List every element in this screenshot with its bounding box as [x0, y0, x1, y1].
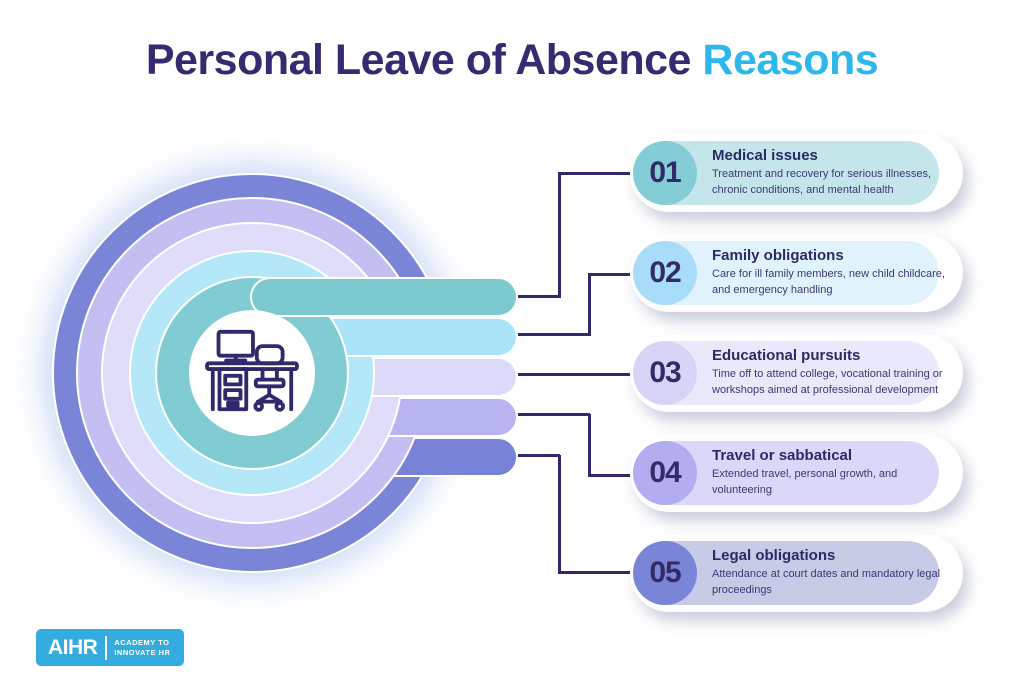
page-title-accent: Reasons — [702, 36, 879, 84]
page-title-main: Personal Leave of Absence — [145, 36, 703, 84]
reason-card: 01 Medical issues Treatment and recovery… — [630, 134, 963, 212]
card-description: Time off to attend college, vocational t… — [712, 368, 943, 396]
reason-card: 05 Legal obligations Attendance at court… — [630, 534, 963, 612]
card-number-badge: 02 — [633, 241, 697, 305]
card-description: Extended travel, personal growth, and vo… — [712, 468, 898, 496]
reason-card: 02 Family obligations Care for ill famil… — [630, 234, 963, 312]
logo-brand-text: AIHR — [48, 635, 98, 659]
card-description: Care for ill family members, new child c… — [712, 268, 945, 296]
bar-1 — [250, 277, 518, 317]
aihr-logo: AIHR ACADEMY TO INNOVATE HR — [36, 629, 184, 666]
connector-line-4 — [588, 414, 591, 477]
card-text: Family obligations Care for ill family m… — [712, 247, 952, 299]
connector-line-5 — [518, 454, 560, 457]
card-title: Travel or sabbatical — [712, 447, 853, 465]
center-hub — [189, 310, 315, 436]
reason-card: 04 Travel or sabbatical Extended travel,… — [630, 434, 963, 512]
card-text: Educational pursuits Time off to attend … — [712, 347, 952, 399]
logo-divider — [105, 635, 108, 660]
card-title: Educational pursuits — [712, 347, 861, 365]
connector-line-1 — [558, 172, 561, 298]
connector-line-4 — [588, 474, 632, 477]
connector-line-5 — [558, 455, 561, 573]
card-description: Attendance at court dates and mandatory … — [712, 568, 941, 596]
connector-line-2 — [518, 333, 590, 336]
connector-line-1 — [558, 172, 632, 175]
card-text: Legal obligations Attendance at court da… — [712, 547, 952, 599]
card-description: Treatment and recovery for serious illne… — [712, 168, 932, 196]
connector-line-2 — [588, 273, 591, 336]
card-number-badge: 03 — [633, 341, 697, 405]
card-text: Travel or sabbatical Extended travel, pe… — [712, 447, 952, 499]
desk-workstation-icon — [204, 327, 300, 420]
reason-card: 03 Educational pursuits Time off to atte… — [630, 334, 963, 412]
card-number-badge: 01 — [633, 141, 697, 205]
card-number-badge: 04 — [633, 441, 697, 505]
card-title: Family obligations — [712, 247, 844, 265]
connector-line-3 — [518, 373, 632, 376]
page-title: Personal Leave of Absence Reasons — [0, 36, 1024, 85]
card-title: Medical issues — [712, 147, 818, 165]
card-title: Legal obligations — [712, 547, 836, 565]
logo-tagline: ACADEMY TO INNOVATE HR — [114, 637, 171, 657]
connector-line-2 — [588, 273, 632, 276]
connector-line-5 — [558, 571, 632, 574]
card-number-badge: 05 — [633, 541, 697, 605]
connector-line-4 — [518, 413, 590, 416]
card-text: Medical issues Treatment and recovery fo… — [712, 147, 952, 199]
connector-line-1 — [518, 295, 560, 298]
